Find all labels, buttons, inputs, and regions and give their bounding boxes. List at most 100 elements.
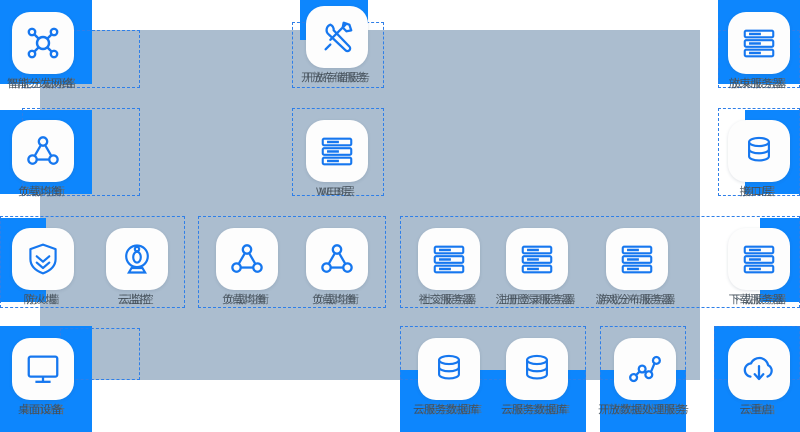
tile-load-balancer-1[interactable] — [12, 120, 74, 182]
node-label: 开放数据处理服务 开放数据处理服务 — [598, 404, 689, 416]
network-nodes-icon — [23, 23, 63, 63]
node-cloud-monitor[interactable]: 云监控 云监控 — [100, 228, 174, 306]
node-label-main: 开放存储服务 — [304, 72, 370, 84]
node-label: 防火墙 防火墙 — [23, 294, 60, 306]
node-label: 社交服务器 社交服务器 — [419, 294, 477, 306]
node-label-ghost: 云监控 — [117, 294, 151, 306]
node-login-server[interactable]: 注册登录服务器 注册登录服务器 — [495, 228, 576, 306]
node-label-main: WEB层 — [318, 186, 356, 198]
node-cdn[interactable]: 智能分发网络 智能分发网络 — [6, 12, 80, 90]
server-rack-icon — [430, 240, 468, 278]
tile-desktop-device[interactable] — [12, 338, 74, 400]
node-label: 下载服务器 下载服务器 — [728, 294, 787, 306]
tile-web-layer[interactable] — [306, 120, 368, 182]
tile-cloud-monitor[interactable] — [106, 228, 168, 290]
node-open-data-processing[interactable]: 开放数据处理服务 开放数据处理服务 — [598, 338, 689, 416]
node-social-server[interactable]: 社交服务器 社交服务器 — [412, 228, 486, 306]
group-databases — [400, 326, 586, 380]
node-label-ghost: 开放数据处理服务 — [598, 404, 686, 416]
node-label-ghost: 游戏分布服务器 — [595, 294, 673, 306]
node-label-main: 放束服务器 — [731, 78, 787, 90]
tile-load-balancer-3[interactable] — [306, 228, 368, 290]
node-label-main: 注册登录服务器 — [498, 294, 576, 306]
node-label: 接口层 接口层 — [739, 186, 776, 198]
server-rack-icon — [518, 240, 556, 278]
group-security — [0, 216, 185, 308]
group-load-balancers — [198, 216, 386, 308]
node-cloud-db-2[interactable]: 云服务数据库 云服务数据库 — [500, 338, 574, 416]
node-label-main: 游戏分布服务器 — [598, 294, 676, 306]
node-label-ghost: 智能分发网络 — [7, 78, 73, 90]
node-label-ghost: 云重启 — [739, 404, 773, 416]
node-cloud-db-1[interactable]: 云服务数据库 云服务数据库 — [412, 338, 486, 416]
tile-cdn[interactable] — [12, 12, 74, 74]
node-label: 负载均衡 负载均衡 — [312, 294, 359, 306]
database-icon — [741, 133, 777, 169]
node-label-main: 防火墙 — [26, 294, 60, 306]
node-label-main: 云监控 — [120, 294, 154, 306]
node-label-ghost: 防火墙 — [23, 294, 57, 306]
node-load-balancer-1[interactable]: 负载均衡 负载均衡 — [6, 120, 80, 198]
node-label: WEB层 WEB层 — [316, 186, 356, 198]
triangle-nodes-icon — [318, 240, 356, 278]
node-firewall[interactable]: 防火墙 防火墙 — [6, 228, 80, 306]
node-label-ghost: 下载服务器 — [728, 294, 784, 306]
node-label-main: 负载均衡 — [225, 294, 269, 306]
node-label-ghost: 云服务数据库 — [501, 404, 567, 416]
node-label-ghost: 桌面设备 — [18, 404, 62, 416]
tile-business-server[interactable] — [728, 12, 790, 74]
node-cloud-restart[interactable]: 云重启 云重启 — [722, 338, 796, 416]
node-load-balancer-3[interactable]: 负载均衡 负载均衡 — [300, 228, 374, 306]
node-label: 负载均衡 负载均衡 — [222, 294, 269, 306]
tile-cloud-db-2[interactable] — [506, 338, 568, 400]
tile-login-server[interactable] — [506, 228, 568, 290]
tile-load-balancer-2[interactable] — [216, 228, 278, 290]
node-label-main: 桌面设备 — [21, 404, 65, 416]
node-label-ghost: 负载均衡 — [222, 294, 266, 306]
tile-cloud-db-1[interactable] — [418, 338, 480, 400]
tile-download-server[interactable] — [728, 228, 790, 290]
node-desktop-device[interactable]: 桌面设备 桌面设备 — [6, 338, 80, 416]
node-label: 开放存储服务 开放存储服务 — [301, 72, 370, 84]
node-label-main: 开放数据处理服务 — [601, 404, 689, 416]
node-download-server[interactable]: 下载服务器 下载服务器 — [722, 228, 796, 306]
tile-social-server[interactable] — [418, 228, 480, 290]
node-label-ghost: 注册登录服务器 — [495, 294, 573, 306]
node-label-ghost: 开放存储服务 — [301, 72, 367, 84]
node-open-storage[interactable]: 开放存储服务 开放存储服务 — [300, 6, 374, 84]
tools-wrench-icon — [318, 18, 356, 56]
database-icon — [431, 351, 467, 387]
node-label: 桌面设备 桌面设备 — [18, 404, 65, 416]
shield-icon — [25, 241, 61, 277]
tile-open-data-processing[interactable] — [614, 338, 676, 400]
node-label-ghost: 负载均衡 — [18, 186, 62, 198]
node-label: 放束服务器 放束服务器 — [729, 78, 787, 90]
node-label-main: 云重启 — [742, 404, 776, 416]
node-web-layer[interactable]: WEB层 WEB层 — [300, 120, 374, 198]
scatter-nodes-icon — [626, 350, 664, 388]
node-label-ghost: 云服务数据库 — [413, 404, 479, 416]
group-web-layer — [292, 108, 384, 196]
node-label-ghost: 接口层 — [739, 186, 773, 198]
tile-firewall[interactable] — [12, 228, 74, 290]
node-interface-layer[interactable]: 接口层 接口层 — [722, 120, 796, 198]
node-label-main: 智能分发网络 — [10, 78, 76, 90]
node-business-server[interactable]: 放束服务器 放束服务器 — [722, 12, 796, 90]
node-label-main: 云服务数据库 — [416, 404, 482, 416]
node-label: 云服务数据库 云服务数据库 — [413, 404, 482, 416]
node-label-main: 社交服务器 — [421, 294, 477, 306]
node-game-dist-server[interactable]: 游戏分布服务器 游戏分布服务器 — [596, 228, 676, 306]
triangle-nodes-icon — [24, 132, 62, 170]
node-label: 云重启 云重启 — [739, 404, 776, 416]
node-load-balancer-2[interactable]: 负载均衡 负载均衡 — [210, 228, 284, 306]
tile-game-dist-server[interactable] — [606, 228, 668, 290]
tile-cloud-restart[interactable] — [728, 338, 790, 400]
node-label-main: 下载服务器 — [731, 294, 787, 306]
node-label-main: 负载均衡 — [21, 186, 65, 198]
tile-interface-layer[interactable] — [728, 120, 790, 182]
node-label-main: 接口层 — [742, 186, 776, 198]
node-label: 注册登录服务器 注册登录服务器 — [495, 294, 576, 306]
node-label: 云监控 云监控 — [117, 294, 154, 306]
tile-open-storage[interactable] — [306, 6, 368, 68]
